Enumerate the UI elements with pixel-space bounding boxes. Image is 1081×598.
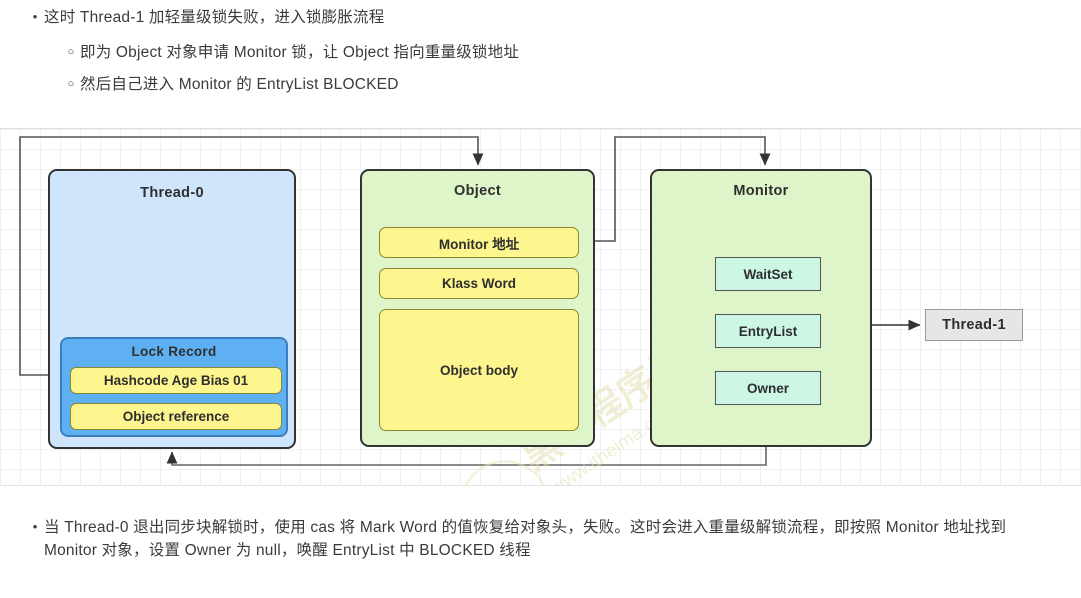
bullet-dot-icon: • bbox=[32, 9, 38, 24]
bullet-circle-icon: ○ bbox=[67, 46, 75, 58]
monitor-cell-owner: Owner bbox=[715, 371, 821, 405]
list-item-text: 当 Thread-0 退出同步块解锁时，使用 cas 将 Mark Word 的… bbox=[44, 519, 1007, 559]
list-item: ○ 即为 Object 对象申请 Monitor 锁，让 Object 指向重量… bbox=[62, 41, 1081, 64]
monitor-cell-entrylist: EntryList bbox=[715, 314, 821, 348]
monitor-node: Monitor WaitSet EntryList Owner bbox=[650, 169, 872, 447]
object-cell-object-body: Object body bbox=[379, 309, 579, 431]
object-cell-klass-word: Klass Word bbox=[379, 268, 579, 299]
prose-block-top: • 这时 Thread-1 加轻量级锁失败，进入锁膨胀流程 ○ 即为 Objec… bbox=[0, 6, 1081, 96]
bullet-dot-icon: • bbox=[32, 519, 38, 534]
list-item: • 这时 Thread-1 加轻量级锁失败，进入锁膨胀流程 bbox=[26, 6, 1081, 29]
lock-inflation-diagram: 黑马程序员 www.itheima.com Thread-0 Lock Reco… bbox=[0, 128, 1081, 486]
list-item-text: 然后自己进入 Monitor 的 EntryList BLOCKED bbox=[80, 76, 399, 93]
lock-record-cell-markword: Hashcode Age Bias 01 bbox=[70, 367, 282, 394]
list-item: ○ 然后自己进入 Monitor 的 EntryList BLOCKED bbox=[62, 73, 1081, 96]
thread1-node: Thread-1 bbox=[925, 309, 1023, 341]
list-item-text: 即为 Object 对象申请 Monitor 锁，让 Object 指向重量级锁… bbox=[80, 44, 520, 61]
list-item: • 当 Thread-0 退出同步块解锁时，使用 cas 将 Mark Word… bbox=[26, 516, 1081, 562]
list-item-text: 这时 Thread-1 加轻量级锁失败，进入锁膨胀流程 bbox=[44, 9, 385, 26]
object-cell-monitor-address: Monitor 地址 bbox=[379, 227, 579, 258]
thread0-title: Thread-0 bbox=[140, 185, 204, 201]
object-title: Object bbox=[454, 183, 501, 199]
thread1-title: Thread-1 bbox=[942, 317, 1006, 333]
connector-monitor-address-to-monitor bbox=[595, 136, 771, 242]
lock-record-cell-object-reference: Object reference bbox=[70, 403, 282, 430]
connector-object-reference-to-object bbox=[19, 136, 484, 376]
prose-block-bottom: • 当 Thread-0 退出同步块解锁时，使用 cas 将 Mark Word… bbox=[0, 516, 1081, 562]
object-node: Object Monitor 地址 Klass Word Object body bbox=[360, 169, 595, 447]
lock-record-title: Lock Record bbox=[131, 344, 217, 359]
monitor-cell-waitset: WaitSet bbox=[715, 257, 821, 291]
bullet-circle-icon: ○ bbox=[67, 78, 75, 90]
lock-record-node: Lock Record Hashcode Age Bias 01 Object … bbox=[60, 337, 288, 437]
thread0-node: Thread-0 Lock Record Hashcode Age Bias 0… bbox=[48, 169, 296, 449]
monitor-title: Monitor bbox=[733, 183, 789, 199]
